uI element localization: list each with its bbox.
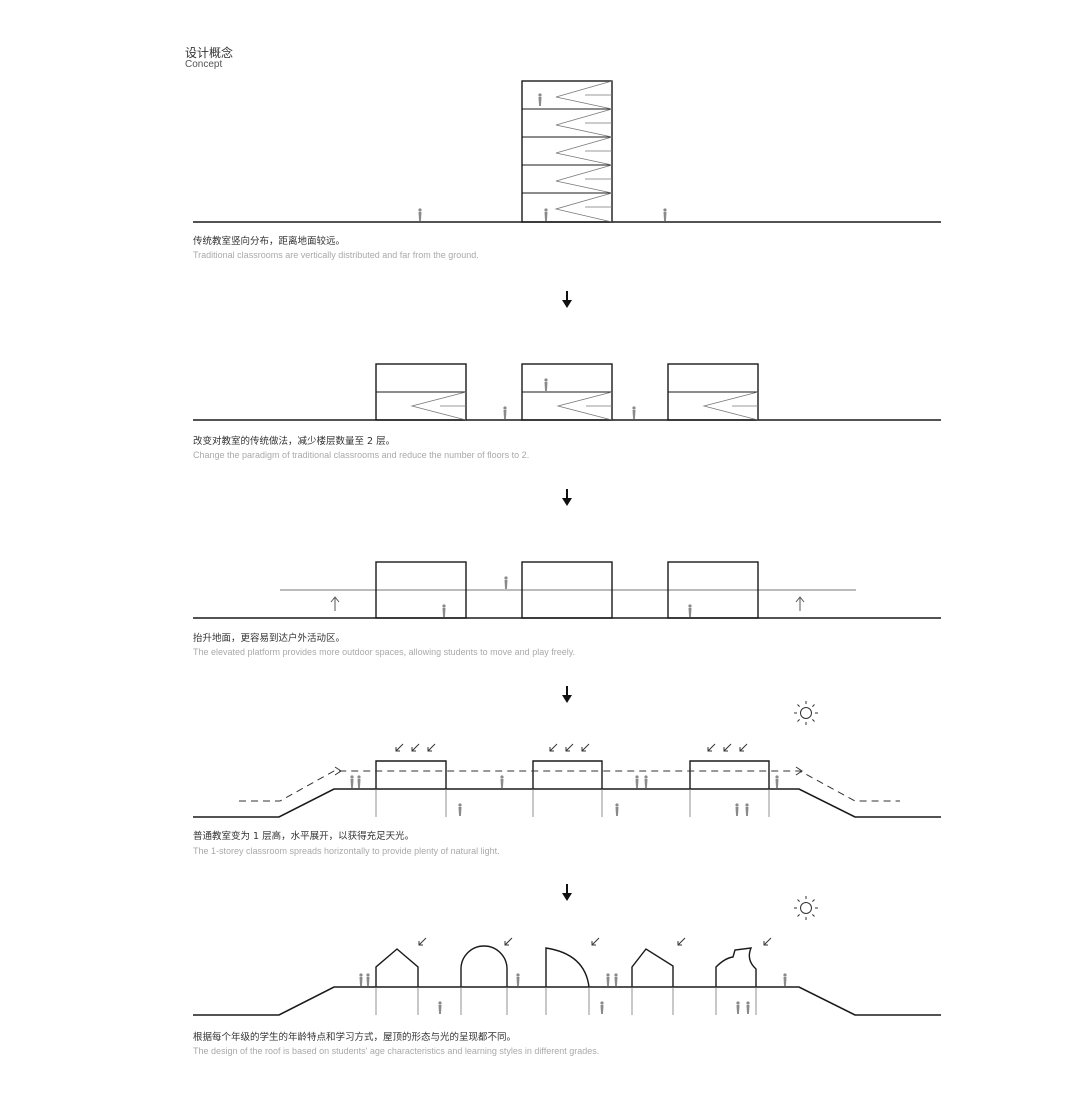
person-figure-icon <box>350 775 779 816</box>
up-arrow-icon <box>330 596 805 611</box>
down-arrow-icon <box>562 686 572 703</box>
tower-stairs <box>554 80 613 223</box>
person-figure-icon <box>442 576 692 617</box>
step-1-caption-cn: 传统教室竖向分布，距离地面较远。 <box>193 236 346 247</box>
person-figure-icon <box>503 378 636 419</box>
light-ray-icon <box>395 743 748 752</box>
step-5-varied-roofs <box>193 896 941 1016</box>
pitched-roof <box>631 948 674 987</box>
curved-roof <box>545 947 590 988</box>
step-2-caption-cn: 改变对教室的传统做法，减少楼层数量至 2 层。 <box>193 436 396 447</box>
block-stairs <box>410 391 759 421</box>
airflow-arrowhead-icon <box>334 766 803 776</box>
lower-columns <box>375 987 757 1015</box>
sun-icon <box>794 701 818 725</box>
down-arrow-icon <box>562 291 572 308</box>
person-figure-icon <box>359 973 787 1014</box>
varied-roof-shapes <box>375 945 757 988</box>
lower-columns <box>375 789 770 817</box>
gable-roof <box>375 948 419 987</box>
single-storey-roofs <box>375 760 770 789</box>
tower-floors <box>522 108 612 194</box>
ventilation-path <box>239 770 900 802</box>
person-figure-icon <box>418 93 667 221</box>
raised-blocks <box>375 561 759 619</box>
light-ray-icon <box>418 937 772 946</box>
down-arrow-icon <box>562 489 572 506</box>
step-4-caption-en: The 1-storey classroom spreads horizonta… <box>193 846 500 856</box>
step-3-caption-en: The elevated platform provides more outd… <box>193 647 576 657</box>
down-arrow-icon <box>562 884 572 901</box>
step-4-caption-cn: 普通教室变为 1 层高，水平展开，以获得充足天光。 <box>193 831 415 842</box>
arched-roof <box>460 945 508 987</box>
step-5-caption-cn: 根据每个年级的学生的年龄特点和学习方式，屋顶的形态与光的呈现都不同。 <box>193 1032 517 1043</box>
terrain-profile <box>193 788 941 818</box>
step-3-caption-cn: 抬升地面，更容易到达户外活动区。 <box>193 633 346 644</box>
step-1-traditional-tower <box>193 80 941 223</box>
step-3-elevated-platform <box>193 561 941 619</box>
concept-title-en: Concept <box>185 59 223 70</box>
step-4-single-storey <box>193 701 941 818</box>
tower-building <box>521 80 613 223</box>
concept-title-cn: 设计概念 <box>185 46 234 60</box>
terrain-profile <box>193 986 941 1016</box>
step-2-caption-en: Change the paradigm of traditional class… <box>193 450 530 460</box>
step-5-caption-en: The design of the roof is based on stude… <box>193 1046 600 1056</box>
organic-roof <box>715 947 757 987</box>
step-1-caption-en: Traditional classrooms are vertically di… <box>193 250 479 260</box>
step-2-two-storey <box>193 363 941 421</box>
sun-icon <box>794 896 818 920</box>
